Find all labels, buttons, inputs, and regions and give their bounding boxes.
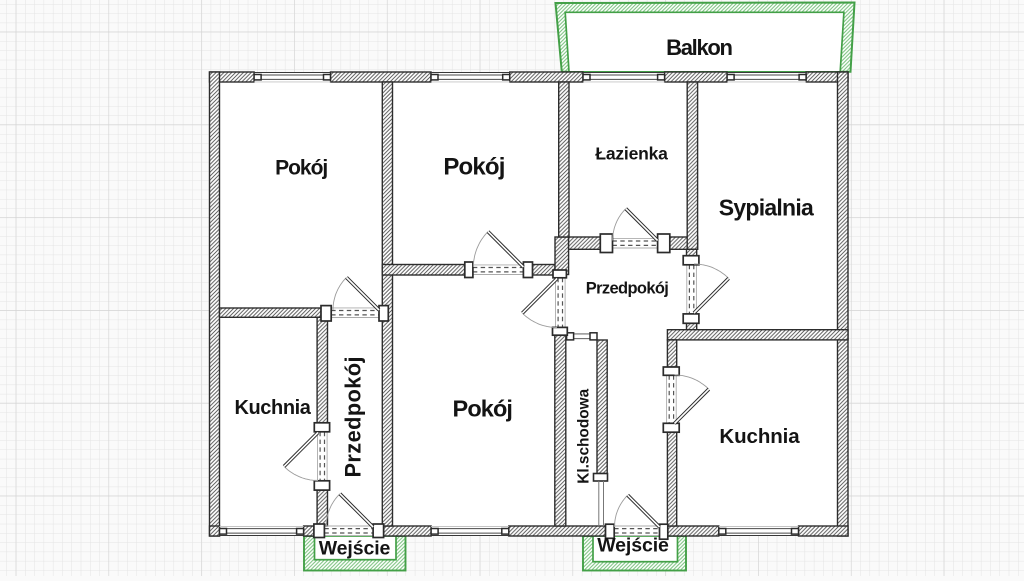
svg-text:Przedpokój: Przedpokój — [586, 279, 668, 297]
svg-text:Pokój: Pokój — [275, 156, 327, 179]
svg-text:Wejście: Wejście — [597, 535, 669, 557]
svg-text:Balkon: Balkon — [666, 35, 732, 60]
svg-text:Wejście: Wejście — [319, 538, 391, 560]
svg-text:Pokój: Pokój — [443, 153, 504, 180]
svg-text:Przedpokój: Przedpokój — [340, 356, 365, 477]
svg-text:Kl.schodowa: Kl.schodowa — [576, 388, 593, 483]
svg-text:Kuchnia: Kuchnia — [234, 397, 311, 419]
svg-text:Sypialnia: Sypialnia — [719, 195, 814, 221]
svg-text:Kuchnia: Kuchnia — [719, 425, 800, 448]
svg-text:Pokój: Pokój — [453, 396, 512, 422]
svg-text:Łazienka: Łazienka — [595, 143, 668, 163]
